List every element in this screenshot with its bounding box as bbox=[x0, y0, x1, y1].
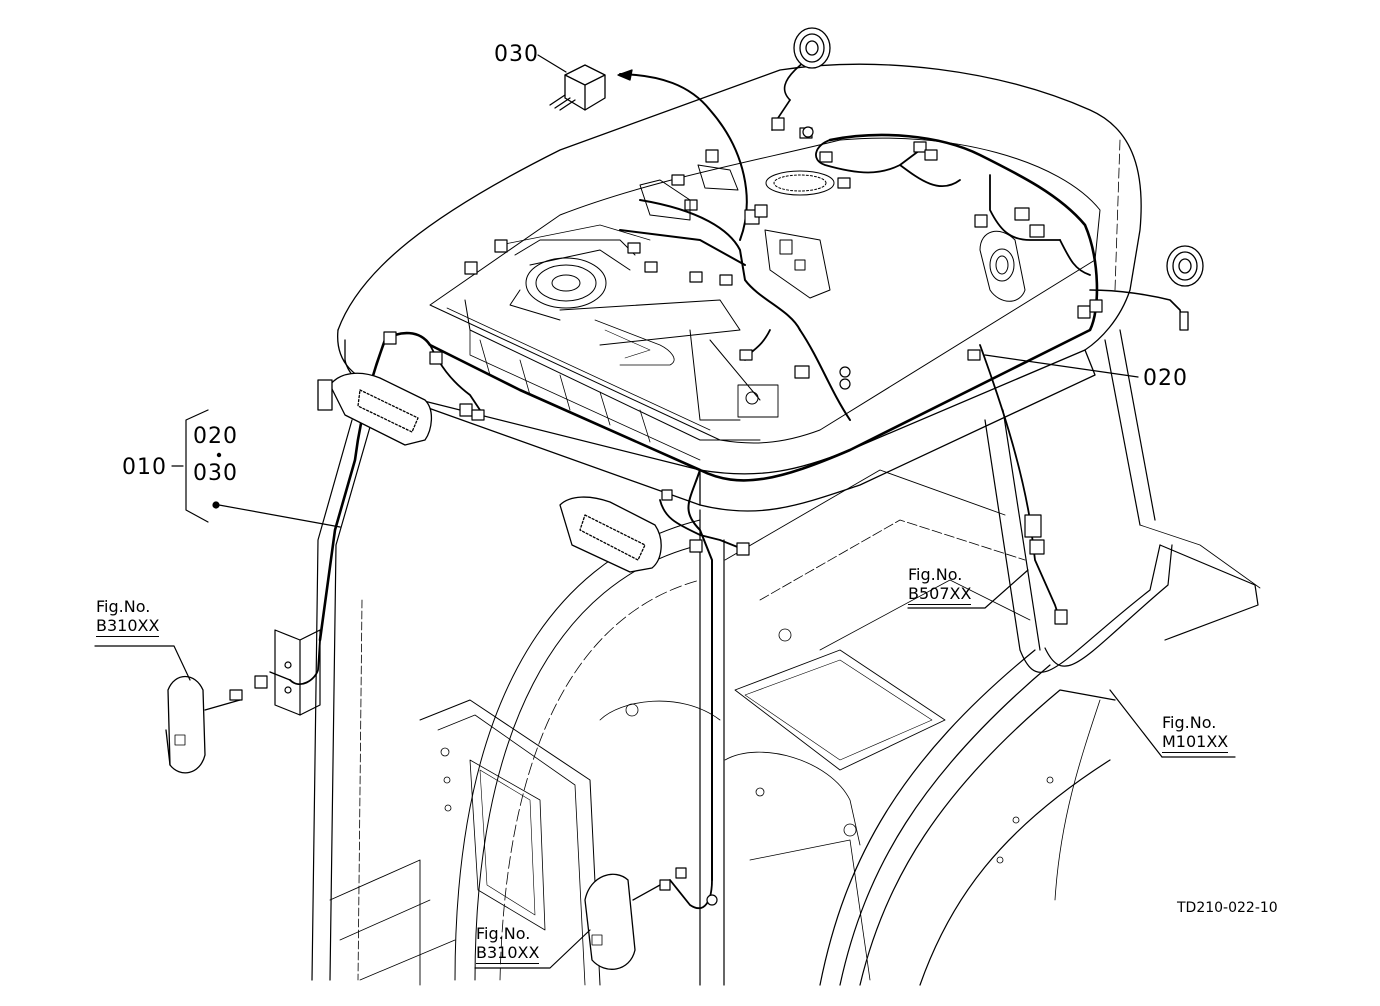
callout-030-relay: 030 bbox=[494, 42, 539, 67]
blower-fan-unit bbox=[499, 224, 779, 421]
wiring-harness bbox=[269, 57, 1183, 910]
rear-work-lamp-right bbox=[1166, 245, 1204, 331]
figure-ref-code: M101XX bbox=[1162, 732, 1229, 753]
roof-controls bbox=[639, 164, 1026, 302]
roof-panel bbox=[336, 63, 1142, 512]
relay-part-030 bbox=[549, 64, 633, 111]
figure-ref-label: Fig.No. bbox=[1162, 713, 1217, 732]
leader-lines bbox=[94, 54, 1236, 969]
figure-ref-code: B507XX bbox=[908, 584, 972, 605]
lamp-bracket-left bbox=[274, 629, 321, 716]
figure-ref-label: Fig.No. bbox=[476, 924, 531, 943]
figure-ref-code: B310XX bbox=[476, 943, 540, 964]
callout-020-right: 020 bbox=[1143, 366, 1188, 391]
front-work-lamp-center bbox=[559, 496, 662, 573]
drawing-id: TD210-022-10 bbox=[1177, 900, 1278, 916]
side-lamp-left bbox=[165, 675, 241, 774]
front-work-lamp-left bbox=[317, 372, 433, 446]
callout-030-group: 030 bbox=[193, 461, 238, 486]
figure-ref-label: Fig.No. bbox=[908, 565, 963, 584]
figure-ref-b310xx-left: Fig.No. B310XX bbox=[96, 597, 160, 637]
callout-010: 010 bbox=[122, 455, 167, 480]
cab-frame bbox=[311, 329, 1261, 986]
figure-ref-m101xx: Fig.No. M101XX bbox=[1162, 713, 1229, 753]
callout-020-group: 020 bbox=[193, 424, 238, 449]
figure-ref-b310xx-bottom: Fig.No. B310XX bbox=[476, 924, 540, 964]
figure-ref-b507xx: Fig.No. B507XX bbox=[908, 565, 972, 605]
side-lamp-bottom bbox=[584, 873, 661, 970]
figure-ref-code: B310XX bbox=[96, 616, 160, 637]
connectors bbox=[229, 117, 1103, 906]
rear-work-lamp-top bbox=[793, 27, 831, 69]
figure-ref-label: Fig.No. bbox=[96, 597, 151, 616]
